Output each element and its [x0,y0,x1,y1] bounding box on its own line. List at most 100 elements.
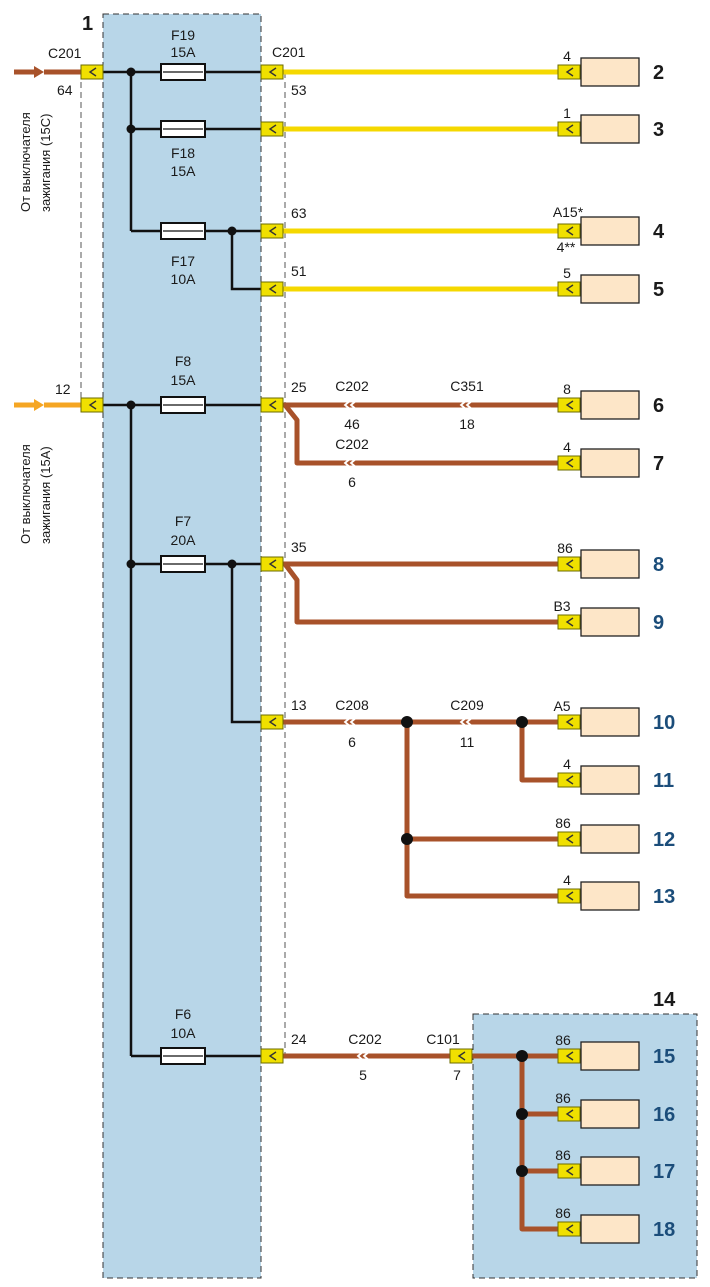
output-pin-35: 35 [291,539,307,555]
fuse-f6-rating: 10A [171,1025,197,1041]
device-8-pin: 86 [557,540,573,556]
device-17-number: 17 [653,1161,675,1183]
input-upper-connector: C201 [48,45,82,61]
brown-wires [274,402,560,1232]
c202-46-name: C202 [335,378,369,394]
device-13-pin: 4 [563,872,571,888]
fuse-f18-rating: 15A [171,163,197,179]
input-arrow-lower-head [34,399,44,411]
c351-name: C351 [450,378,484,394]
input-lower-caption-2: зажигания (15А) [38,446,53,544]
device-5-pin: 5 [563,265,571,281]
device-3-number: 3 [653,119,664,141]
fuse-f17-rating: 10A [171,271,197,287]
fuse-f8-name: F8 [175,353,192,369]
fuse-f19-rating: 15A [171,44,197,60]
output-pin-63: 63 [291,205,307,221]
output-pin-13: 13 [291,697,307,713]
fuse-f8 [160,396,206,414]
device-10-pin: A5 [553,698,570,714]
c202-46-pin: 46 [344,416,360,432]
connector-c101 [449,1048,473,1064]
internal-junctions [126,67,237,569]
device-6-number: 6 [653,395,664,417]
fuse-f17-name: F17 [171,253,195,269]
c202-6-pin: 6 [348,474,356,490]
output-c201-connector: C201 [272,44,306,60]
connector-out-24 [260,1048,284,1064]
yellow-wires [274,69,560,292]
fuse-f19-name: F19 [171,27,195,43]
device-8-number: 8 [653,554,664,576]
connector-c201-in [80,64,104,80]
external-junctions [401,716,528,1177]
connector-out-35 [260,556,284,572]
device-4-pin-4: 4** [557,239,576,255]
connector-out-13 [260,714,284,730]
c202-5-name: C202 [348,1031,382,1047]
device-3-pin: 1 [563,105,571,121]
input-upper-caption-1: От выключателя [18,112,33,212]
device-17-pin: 86 [555,1147,571,1163]
device-9-number: 9 [653,612,664,634]
input-arrow-upper-head [34,66,44,78]
device-11-number: 11 [653,770,674,792]
input-upper-pin: 64 [57,82,73,98]
c209-pin: 11 [460,734,475,750]
fuse-f18 [160,120,206,138]
device-15-pin: 86 [555,1032,571,1048]
fuse-f19 [160,63,206,81]
connector-out-53 [260,64,284,80]
output-pin-24: 24 [291,1031,307,1047]
input-upper-caption-2: зажигания (15С) [38,114,53,212]
device-18-pin: 86 [555,1205,571,1221]
device-13-number: 13 [653,886,675,908]
fuse-f7-name: F7 [175,513,192,529]
connector-out-51 [260,281,284,297]
device-2-pin: 4 [563,48,571,64]
fuse-box-number: 1 [82,13,93,35]
fuse-box-panel [102,13,262,1279]
device-5-number: 5 [653,279,664,301]
c101-pin: 7 [453,1067,461,1083]
input-lower-pin: 12 [55,381,71,397]
fuse-f18-name: F18 [171,145,195,161]
device-9-pin: B3 [553,598,570,614]
fuse-f6 [160,1047,206,1065]
c208-name: C208 [335,697,369,713]
device-18-number: 18 [653,1219,675,1241]
device-11-pin: 4 [563,756,571,772]
device-2-number: 2 [653,62,664,84]
device-4-pin-a15: A15* [553,204,584,220]
device-16-number: 16 [653,1104,675,1126]
c209-name: C209 [450,697,484,713]
output-pin-25: 25 [291,379,307,395]
fuse-f7-rating: 20A [171,532,197,548]
c101-name: C101 [426,1031,460,1047]
device-10-number: 10 [653,712,675,734]
device-4-number: 4 [653,221,665,243]
fuse-f17 [160,222,206,240]
fuse-f8-rating: 15A [171,372,197,388]
device-12-pin: 86 [555,815,571,831]
device-15-number: 15 [653,1046,675,1068]
output-pin-53: 53 [291,82,307,98]
connector-out-63 [260,223,284,239]
input-lower-caption-1: От выключателя [18,444,33,544]
connector-out-f18 [260,121,284,137]
device-16-pin: 86 [555,1090,571,1106]
device-6-pin: 8 [563,381,571,397]
connector-in-12 [80,397,104,413]
c202-6-name: C202 [335,436,369,452]
output-pin-51: 51 [291,263,307,279]
device-12-number: 12 [653,829,675,851]
c202-5-pin: 5 [359,1067,367,1083]
connector-out-25 [260,397,284,413]
c208-pin: 6 [348,734,356,750]
device-7-number: 7 [653,453,664,475]
relay-box-number: 14 [653,989,676,1011]
fuse-f7 [160,555,206,573]
c351-pin: 18 [459,416,475,432]
